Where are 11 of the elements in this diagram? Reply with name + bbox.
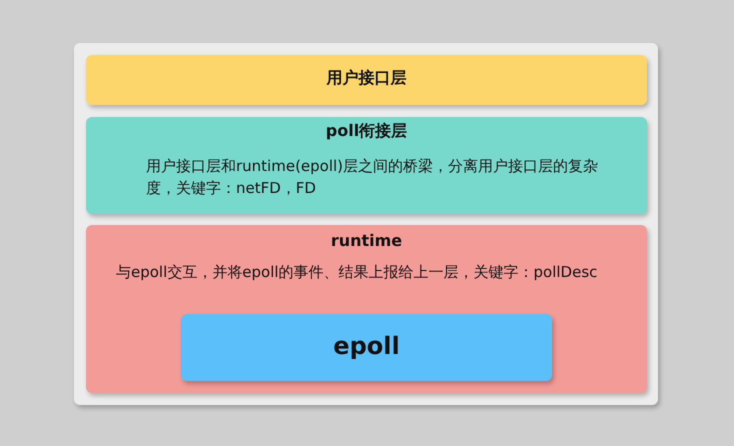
container-panel	[74, 43, 658, 405]
layer-title: runtime	[330, 231, 404, 250]
layer-panel	[86, 225, 647, 393]
layer-title: 用户接口层	[325, 68, 408, 89]
inner-box	[181, 314, 552, 381]
layer-panel	[86, 55, 647, 105]
description-text: 用户接口层和runtime(epoll)层之间的桥梁，分离用户接口层的复杂度，关键字：netFD，FD	[146, 156, 600, 199]
layer-title: poll衔接层	[324, 121, 408, 142]
layer-panel	[86, 117, 647, 214]
description-text: 与epoll交互，并将epoll的事件、结果上报给上一层，关键字：pollDesc	[116, 262, 598, 283]
layer-title: epoll	[332, 332, 401, 360]
